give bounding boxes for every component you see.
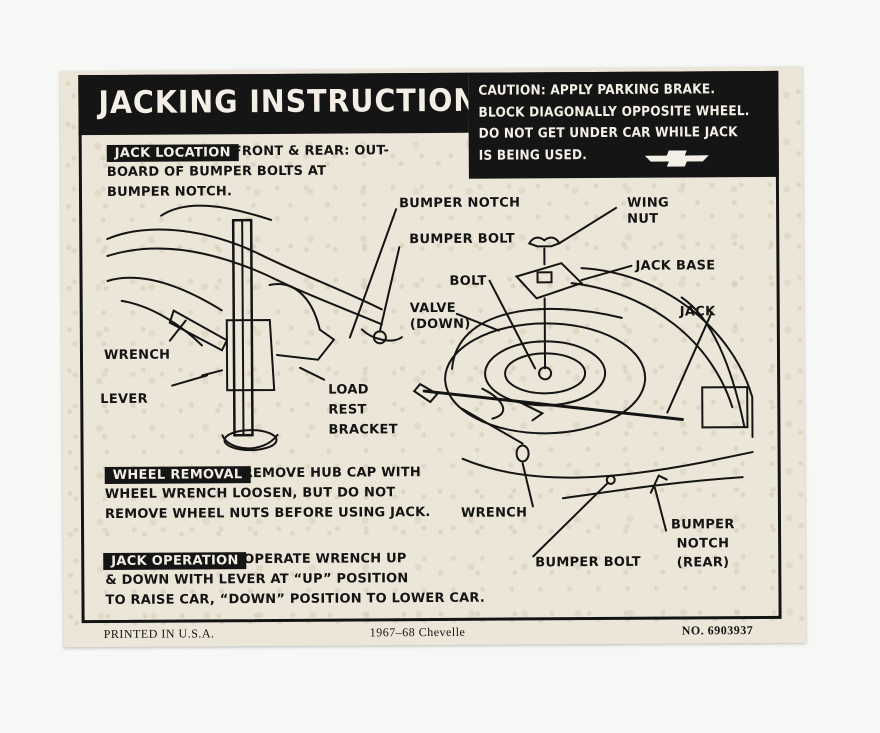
label-valve-down: VALVE (DOWN) [410, 301, 471, 333]
right-leader-lines [455, 206, 713, 558]
label-jack-base: JACK BASE [635, 258, 716, 274]
jacking-instructions-decal: JACKING INSTRUCTIONS CAUTION: APPLY PARK… [60, 66, 806, 648]
wheel-removal-text: WHEEL WRENCH LOOSEN, BUT DO NOT REMOVE W… [105, 483, 431, 525]
jack-operation-tag: JACK OPERATION [103, 552, 247, 571]
label-line: REST [328, 402, 367, 418]
left-leader-lines [168, 208, 401, 387]
footer-printed: PRINTED IN U.S.A. [103, 626, 215, 642]
text-line: & DOWN WITH LEVER AT “UP” POSITION [105, 571, 409, 589]
jack-lever-illustration [412, 382, 684, 463]
text-line: REMOVE WHEEL NUTS BEFORE USING JACK. [104, 505, 431, 523]
label-bumper-bolt-bottom: BUMPER BOLT [535, 554, 641, 571]
footer-model: 1967–68 Chevelle [369, 624, 466, 640]
footer-part-number: NO. 6903937 [681, 623, 754, 638]
label-wrench-right: WRENCH [460, 505, 528, 521]
front-bumper-illustration [106, 204, 403, 347]
jack-base-illustration [514, 236, 584, 370]
label-line: BRACKET [328, 422, 398, 438]
text-line: TO RAISE CAR, “DOWN” POSITION TO LOWER C… [105, 590, 486, 609]
chevrolet-bowtie-icon [644, 150, 709, 167]
trunk-illustration [461, 267, 754, 500]
label-bolt: BOLT [449, 273, 487, 289]
jack-operation-text-first: OPERATE WRENCH UP [243, 551, 407, 568]
jack-illustration [168, 218, 336, 452]
jacking-diagram [106, 204, 754, 558]
label-load-rest-bracket: LOAD REST BRACKET [328, 380, 398, 440]
label-bumper-bolt-top: BUMPER BOLT [409, 231, 515, 248]
label-wing-nut: WING NUT [627, 196, 669, 228]
label-line: NUT [627, 211, 659, 227]
label-bumper-notch: BUMPER NOTCH [399, 195, 521, 212]
label-line: WING [627, 195, 670, 211]
label-bumper-notch-rear: BUMPER NOTCH (REAR) [671, 515, 735, 572]
label-line: NOTCH [676, 536, 730, 552]
wheel-removal-text-first: REMOVE HUB CAP WITH [242, 465, 422, 482]
label-line: BUMPER [670, 517, 735, 533]
label-line: LOAD [328, 382, 369, 398]
label-line: (REAR) [676, 555, 730, 571]
label-line: (DOWN) [409, 316, 471, 333]
wheel-removal-tag: WHEEL REMOVAL [104, 466, 251, 485]
label-lever: LEVER [100, 391, 148, 408]
text-line: WHEEL WRENCH LOOSEN, BUT DO NOT [104, 485, 396, 503]
jack-operation-text: & DOWN WITH LEVER AT “UP” POSITION TO RA… [105, 569, 485, 611]
label-line: VALVE [409, 300, 456, 317]
label-wrench-left: WRENCH [103, 347, 171, 364]
label-jack: JACK [679, 304, 716, 320]
